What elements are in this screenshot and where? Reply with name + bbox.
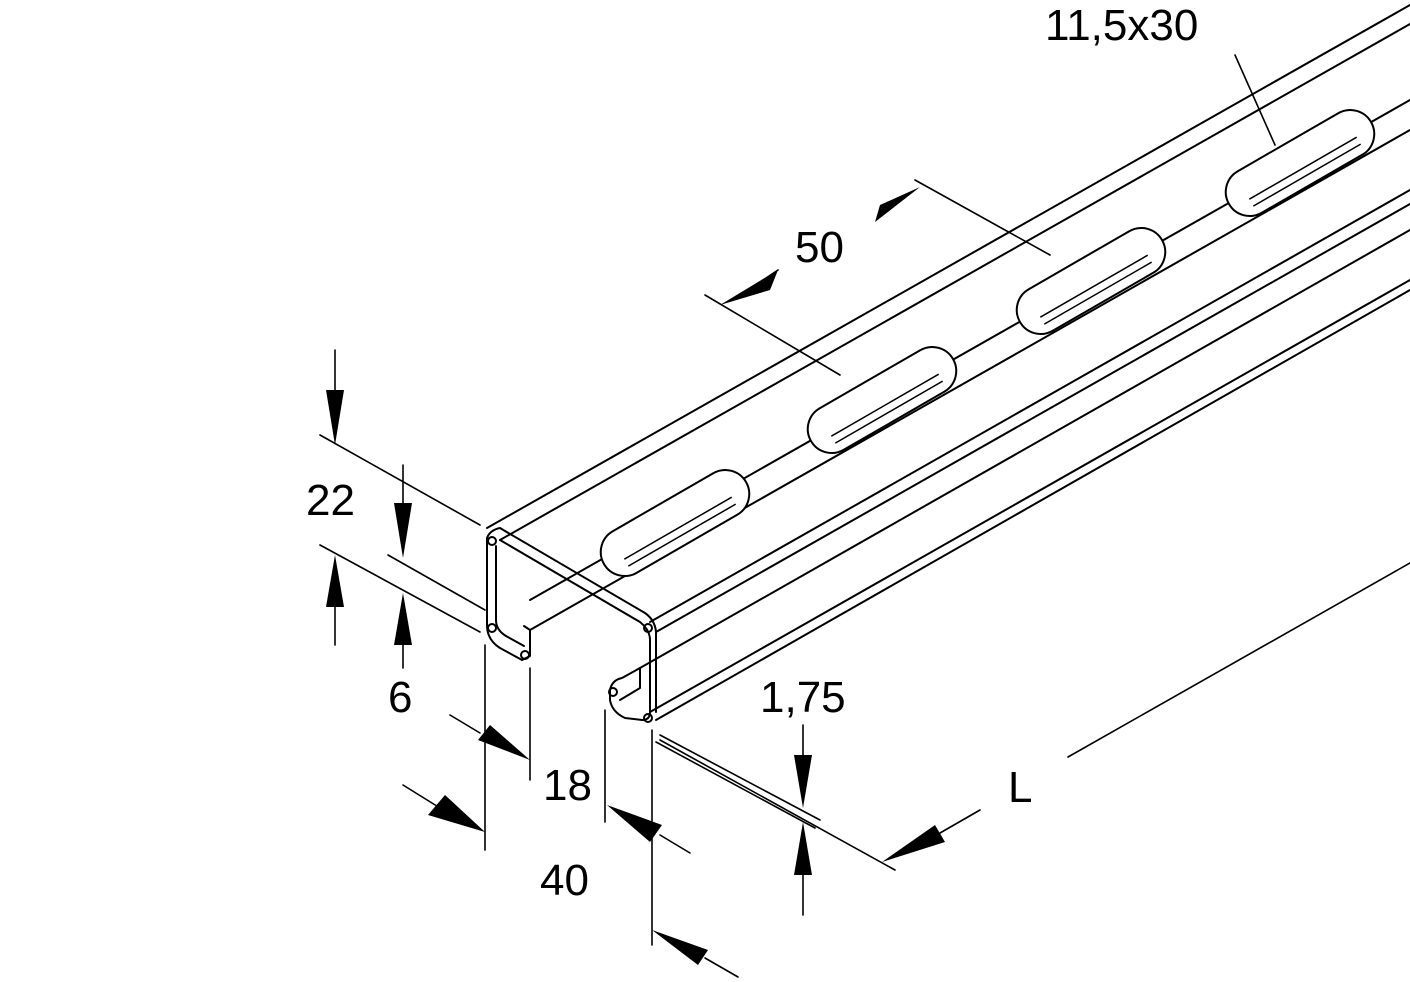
slot-3 — [1015, 227, 1167, 335]
dim-width: 40 — [402, 709, 739, 978]
dim-height: 22 — [306, 349, 481, 646]
dim-width-label: 40 — [540, 856, 589, 905]
slot-2 — [806, 346, 958, 454]
dim-height-label: 22 — [306, 476, 355, 525]
dim-opening: 18 — [449, 644, 592, 851]
dim-length: L — [659, 562, 1410, 871]
dim-opening-label: 18 — [543, 761, 592, 810]
slot-1 — [599, 469, 751, 577]
dim-lip-label: 6 — [388, 673, 412, 722]
dim-thickness-label: 1,75 — [760, 673, 846, 722]
dim-slot-pitch-label: 50 — [795, 223, 844, 272]
slot-4 — [1224, 109, 1376, 217]
dim-slot-pitch: 50 — [704, 179, 1051, 376]
dim-slot-size: 11,5x30 — [1045, 1, 1276, 146]
slots — [599, 109, 1376, 577]
dim-lip: 6 — [387, 464, 486, 722]
dim-slot-size-label: 11,5x30 — [1045, 1, 1198, 50]
dim-thickness: 1,75 — [655, 673, 846, 916]
dim-length-label: L — [1008, 763, 1032, 812]
